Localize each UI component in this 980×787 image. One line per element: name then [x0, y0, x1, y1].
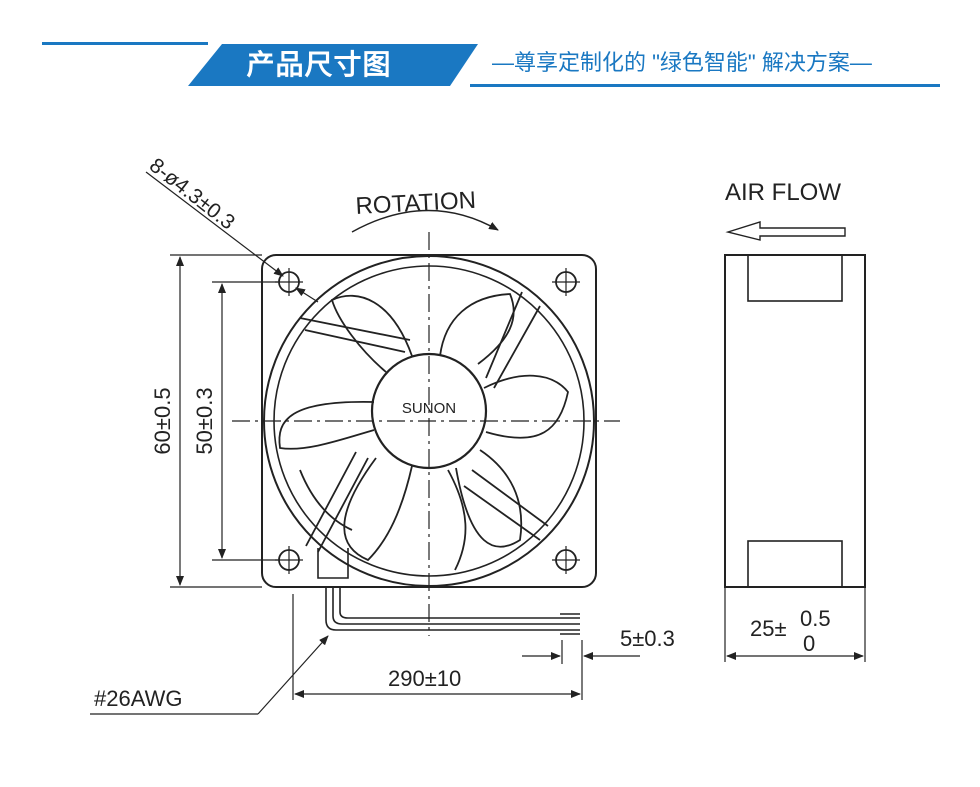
fan-hub [370, 352, 488, 470]
strip-length-label: 5±0.3 [620, 626, 675, 651]
dim-hole-pitch [212, 281, 278, 561]
wire-gauge-leader [90, 635, 329, 715]
wire-gauge-label: #26AWG [94, 686, 182, 711]
thickness-base-label: 25± [750, 616, 787, 641]
thickness-upper-label: 0.5 [800, 606, 831, 631]
header-slogan: —尊享定制化的 "绿色智能" 解决方案— [492, 50, 872, 75]
page-title: 产品尺寸图 [246, 49, 392, 80]
lead-wires [317, 548, 580, 635]
side-frame [724, 254, 866, 588]
hole-pitch-label: 50±0.3 [192, 387, 217, 454]
frame-size-label: 60±0.5 [150, 387, 175, 454]
side-top-flange [747, 254, 843, 302]
header-rule-top [42, 42, 208, 45]
side-bottom-flange [747, 540, 843, 588]
center-lines [232, 232, 620, 636]
lead-length-label: 290±10 [388, 666, 461, 691]
thickness-lower-label: 0 [803, 631, 815, 656]
dim-lead-length [292, 594, 640, 700]
brand-label: SUNON [402, 400, 456, 417]
fan-blades [278, 293, 569, 571]
air-flow-arrow [725, 221, 846, 241]
support-struts [299, 291, 549, 553]
page-header: 产品尺寸图 —尊享定制化的 "绿色智能" 解决方案— [0, 0, 980, 100]
dim-frame-size [170, 254, 262, 588]
side-view [724, 254, 866, 662]
rotation-arrow [351, 209, 499, 233]
hole-leader [145, 171, 319, 303]
header-rule-bottom [470, 84, 940, 87]
rotation-label: ROTATION [355, 187, 477, 220]
hole-spec-label: 8-ø4.3±0.3 [145, 154, 239, 235]
mounting-holes [275, 268, 580, 574]
air-flow-label: AIR FLOW [725, 179, 841, 206]
title-banner [188, 44, 478, 86]
